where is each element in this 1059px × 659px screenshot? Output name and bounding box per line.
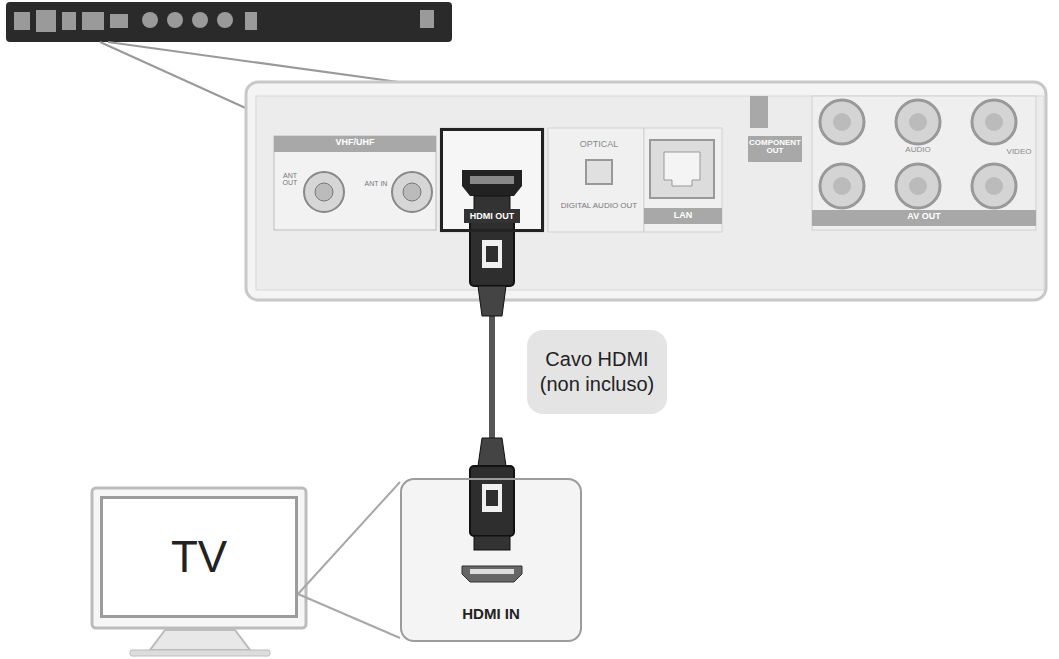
tv-stand: [150, 630, 250, 650]
port-label: DIGITAL AUDIO OUT: [560, 202, 638, 210]
antenna-jack: [392, 172, 432, 212]
label-tab: [750, 96, 768, 128]
cable-label-box: Cavo HDMI (non incluso): [527, 330, 667, 414]
optical-area: [548, 128, 644, 232]
hdmi-in-callout: HDMI IN: [400, 478, 582, 642]
lan-port: [650, 140, 714, 198]
node-text: HDMI OUT: [464, 209, 521, 223]
port-label: VIDEO: [1002, 148, 1036, 156]
lan-area: [644, 128, 722, 232]
label-band: [748, 136, 802, 162]
hdmi-plug: [470, 438, 514, 550]
av-area: [812, 96, 1036, 230]
antenna-group: [274, 136, 436, 230]
player-body: [6, 2, 452, 42]
port-label: ANT OUT: [278, 172, 302, 187]
hdmi-port: [462, 170, 522, 196]
label-band: [644, 208, 722, 224]
hdmi-in-pins: [470, 569, 514, 574]
panel-zoom: [246, 82, 1046, 300]
port-label: LAN: [644, 211, 722, 220]
optical-port: [586, 160, 612, 184]
tv-base: [130, 650, 270, 656]
hdmi-area: [440, 128, 544, 232]
antenna-jack: [304, 172, 344, 212]
tv-screen: TV: [100, 496, 298, 618]
hdmi-in-port: [462, 566, 522, 582]
hdmi-out-port-box: HDMI OUT: [440, 128, 544, 232]
port-label: COMPONENT OUT: [748, 139, 802, 156]
antenna-jack: [315, 183, 333, 201]
zoom-leader: [108, 42, 420, 85]
label-band: [812, 210, 1036, 226]
tv-bezel: [92, 488, 306, 628]
antenna-jack: [403, 183, 421, 201]
player-ports: [14, 10, 434, 32]
callout-leader: [298, 482, 400, 638]
port-label: AUDIO: [890, 146, 946, 154]
port-label: VHF/UHF: [274, 138, 436, 147]
port-label: ANT IN: [364, 180, 388, 187]
panel-face: [256, 96, 1044, 290]
node-text: HDMI IN: [462, 605, 520, 622]
node-text: TV: [171, 532, 227, 582]
rca-jacks: [820, 100, 1016, 208]
node-text: Cavo HDMI (non incluso): [537, 347, 657, 397]
port-label: AV OUT: [812, 212, 1036, 221]
lan-socket: [664, 152, 700, 186]
callout-fill: [400, 478, 582, 642]
port-label: OPTICAL: [566, 140, 632, 149]
label-band: [274, 136, 436, 152]
hdmi-port-pins: [470, 176, 514, 184]
